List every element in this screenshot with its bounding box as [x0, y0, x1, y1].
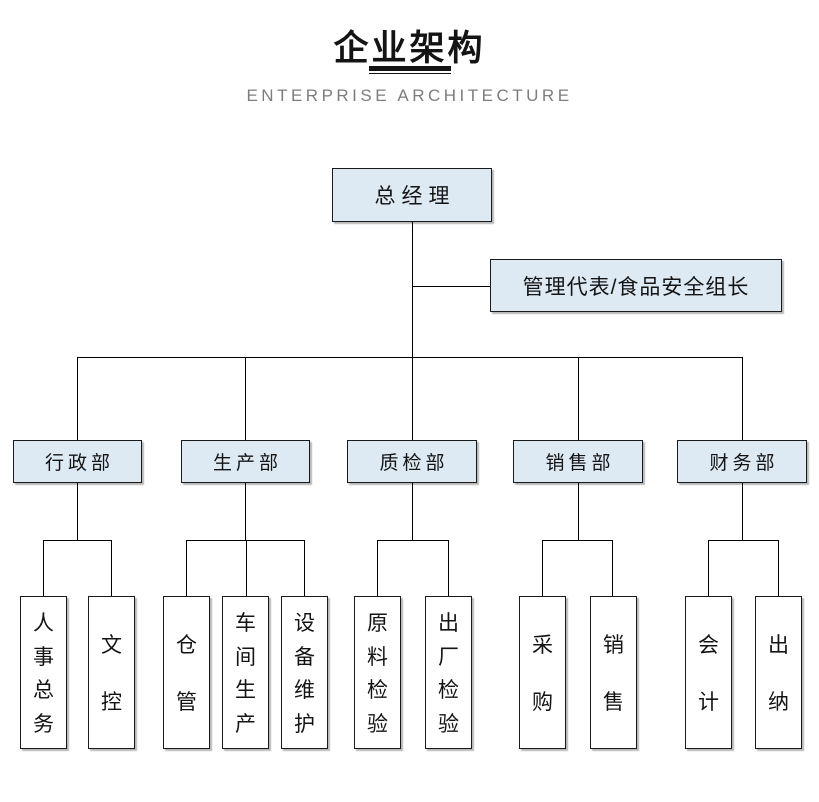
node-dept-quality: 质检部 — [347, 440, 477, 483]
node-leaf-equipment-maintenance: 设备维护 — [281, 596, 328, 749]
connector-line — [77, 483, 78, 540]
node-dept-administration: 行政部 — [13, 440, 142, 483]
connector-line — [412, 357, 413, 440]
node-dept-finance: 财务部 — [677, 440, 807, 483]
connector-line — [186, 540, 304, 541]
connector-line — [304, 540, 305, 596]
connector-line — [412, 483, 413, 540]
connector-line — [708, 540, 709, 596]
node-leaf-hr-general-affairs: 人事总务 — [20, 596, 67, 749]
connector-line — [778, 540, 779, 596]
connector-line — [186, 540, 187, 596]
connector-line — [578, 483, 579, 540]
node-leaf-workshop-production: 车间生产 — [222, 596, 269, 749]
connector-line — [77, 357, 78, 440]
connector-line — [77, 357, 742, 358]
node-leaf-procurement: 采购 — [519, 596, 566, 749]
connector-line — [111, 540, 112, 596]
connector-line — [43, 540, 44, 596]
connector-line — [377, 540, 378, 596]
node-general-manager: 总经理 — [332, 168, 492, 222]
connector-line — [612, 540, 613, 596]
connector-line — [245, 357, 246, 440]
connector-line — [412, 222, 413, 357]
connector-line — [43, 540, 111, 541]
node-leaf-cashier: 出纳 — [755, 596, 802, 749]
node-leaf-outgoing-inspection: 出厂检验 — [425, 596, 472, 749]
connector-line — [448, 540, 449, 596]
node-leaf-accounting: 会计 — [685, 596, 732, 749]
node-leaf-sales: 销售 — [590, 596, 637, 749]
title-underline-thick — [368, 66, 451, 71]
connector-line — [246, 540, 247, 596]
node-management-representative: 管理代表/食品安全组长 — [490, 259, 782, 312]
connector-line — [377, 540, 448, 541]
node-leaf-warehouse: 仓管 — [163, 596, 210, 749]
node-leaf-document-control: 文控 — [88, 596, 135, 749]
connector-line — [742, 357, 743, 440]
connector-line — [742, 483, 743, 540]
connector-line — [578, 357, 579, 440]
connector-line — [708, 540, 778, 541]
page-title: 企业架构 — [333, 29, 486, 68]
title-underline-thin — [368, 73, 451, 74]
connector-line — [245, 483, 246, 540]
connector-line — [542, 540, 543, 596]
connector-line — [542, 540, 612, 541]
node-dept-production: 生产部 — [181, 440, 310, 483]
node-leaf-raw-material-inspection: 原料检验 — [354, 596, 401, 749]
node-dept-sales: 销售部 — [513, 440, 643, 483]
connector-line — [412, 286, 490, 287]
page-subtitle: ENTERPRISE ARCHITECTURE — [246, 86, 573, 105]
